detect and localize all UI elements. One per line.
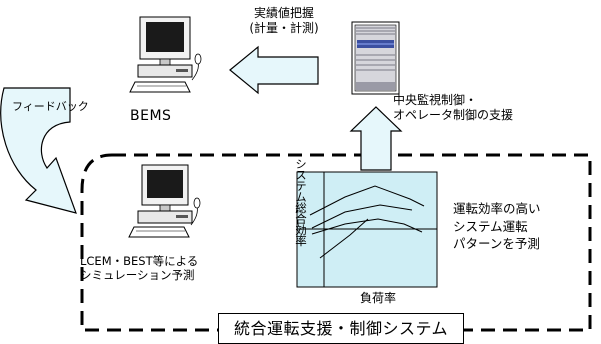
support-arrow-up (349, 106, 403, 171)
system-title: 統合運転支援・制御システム (218, 313, 464, 344)
desktop-computer-icon (129, 16, 202, 93)
pattern-prediction-line3: パターンを予測 (453, 236, 540, 251)
feedback-label: フィードバック (12, 100, 89, 113)
chart-series-2 (311, 204, 413, 229)
chart-series-4 (319, 218, 369, 259)
simulation-label-line2: シミュレーション予測 (80, 268, 195, 283)
monitor-arrow-left (229, 45, 319, 95)
server-rack-icon (351, 21, 400, 95)
simulation-label-line1: LCEM・BEST等による (80, 254, 199, 268)
efficiency-chart (296, 171, 438, 288)
pattern-prediction-label: 運転効率の高い システム運転 パターンを予測 (453, 200, 541, 253)
monitor-label: 実績値把握 (計量・計測) (226, 6, 342, 36)
chart-series-1 (309, 185, 425, 216)
chart-series-3 (311, 218, 423, 235)
chart-y-axis-label: システム総合効率 (294, 158, 308, 246)
central-support-line2: オペレータ制御の支援 (393, 108, 514, 122)
feedback-arrow (0, 87, 77, 214)
monitor-label-line2: (計量・計測) (249, 21, 319, 35)
central-support-label: 中央監視制御・ オペレータ制御の支援 (393, 93, 513, 123)
pattern-prediction-line1: 運転効率の高い (453, 201, 541, 216)
monitor-label-line1: 実績値把握 (253, 6, 314, 20)
simulation-label: LCEM・BEST等による シミュレーション予測 (80, 254, 198, 283)
pattern-prediction-line2: システム運転 (453, 218, 528, 234)
desktop-computer-icon (128, 164, 201, 238)
bems-label: BEMS (130, 108, 172, 124)
central-support-line1: 中央監視制御・ (393, 93, 478, 107)
chart-x-axis-label: 負荷率 (360, 291, 397, 305)
